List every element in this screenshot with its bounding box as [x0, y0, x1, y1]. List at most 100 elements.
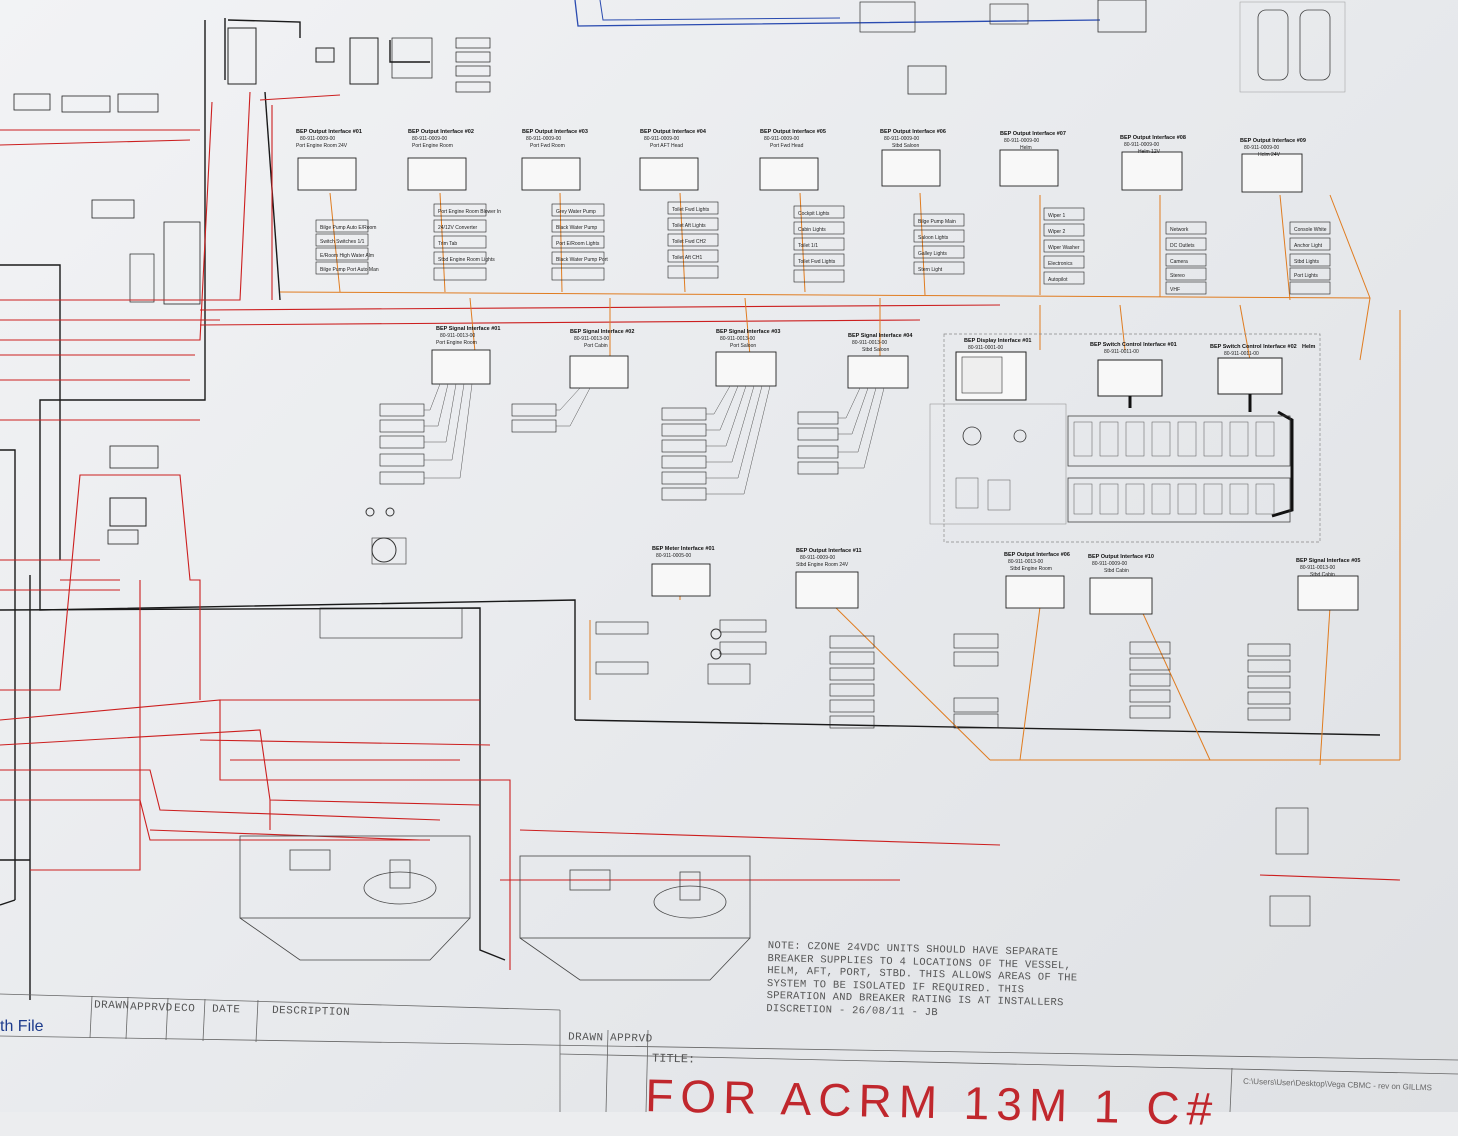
- display-interface-title: BEP Display Interface #01: [964, 338, 1031, 344]
- oi04-part: 80-911-0009-00: [644, 136, 679, 142]
- oi09-row-4: Port Lights: [1294, 273, 1318, 279]
- oi04-row-3: Toilet Fwd CH2: [672, 239, 706, 245]
- wiring-schematic: BEP Output Interface #01 80-911-0009-00 …: [0, 0, 1458, 1112]
- oi09-row-3: Stbd Lights: [1294, 259, 1320, 265]
- lower-header-drawn: DRAWN: [567, 1031, 604, 1045]
- oi06-location: Stbd Saloon: [892, 143, 919, 149]
- top-left-components: [13, 27, 491, 545]
- output-interface-03: [521, 157, 605, 281]
- oi02-part: 80-911-0009-00: [412, 136, 447, 142]
- display-interface-part: 80-911-0001-00: [968, 345, 1003, 351]
- output-interface-01: [297, 157, 369, 275]
- output-interface-09: [1241, 153, 1331, 295]
- oi01-location: Port Engine Room 24V: [296, 143, 348, 149]
- oi06b-part: 80-911-0013-00: [1008, 559, 1043, 565]
- header-drawn: DRAWN: [93, 999, 130, 1013]
- oi06-title: BEP Output Interface #06: [880, 129, 946, 135]
- oi07-row-5: Autopilot: [1048, 277, 1068, 283]
- si05-title: BEP Signal Interface #05: [1296, 558, 1360, 564]
- oi07-part: 80-911-0009-00: [1004, 138, 1039, 144]
- oi02-row-4: Stbd Engine Room Lights: [438, 257, 495, 263]
- output-interface-08: [1121, 151, 1207, 295]
- oi01-row-4: Bilge Pump Port Auto Man: [320, 267, 379, 273]
- helm-label: Helm: [1302, 344, 1316, 350]
- si02-location: Port Cabin: [584, 343, 608, 349]
- si03-title: BEP Signal Interface #03: [716, 329, 780, 335]
- oi06-row-4: Stern Light: [918, 267, 943, 273]
- oi05-row-2: Cabin Lights: [798, 227, 826, 233]
- header-date: DATE: [211, 1003, 241, 1017]
- oi03-row-4: Black Water Pump Port: [556, 257, 608, 263]
- si05-location: Stbd Cabin: [1310, 572, 1335, 578]
- oi10-part: 80-911-0009-00: [1092, 561, 1127, 567]
- oi08-row-5: VHF: [1170, 287, 1180, 293]
- top-network-bus: [574, 0, 1346, 95]
- header-apprvd: APPRVD: [129, 1001, 173, 1015]
- oi07-row-3: Wiper Washer: [1048, 245, 1080, 251]
- oi08-row-2: DC Outlets: [1170, 243, 1195, 249]
- si01-location: Port Engine Room: [436, 340, 477, 346]
- oi04-row-1: Toilet Fwd Lights: [672, 207, 710, 213]
- oi02-title: BEP Output Interface #02: [408, 129, 474, 135]
- output-interface-06: [881, 149, 965, 275]
- oi05-row-1: Cockpit Lights: [798, 211, 830, 217]
- si04-part: 80-911-0013-00: [852, 340, 887, 346]
- oi08-row-1: Network: [1170, 227, 1189, 233]
- header-description: DESCRIPTION: [271, 1004, 351, 1020]
- header-eco: ECO: [173, 1002, 196, 1016]
- oi08-title: BEP Output Interface #08: [1120, 135, 1186, 141]
- output-interface-02: [407, 157, 487, 281]
- network-backbone: [279, 192, 1401, 766]
- oi01-title: BEP Output Interface #01: [296, 129, 362, 135]
- oi04-location: Port AFT Head: [650, 143, 683, 149]
- si01-part: 80-911-0013-00: [440, 333, 475, 339]
- oi08-location: Helm 12V: [1138, 149, 1161, 155]
- oi01-row-2: Switch Switches 1/1: [320, 239, 365, 245]
- black-power-lines: [0, 18, 1381, 1000]
- oi07-location: Helm: [1020, 145, 1032, 151]
- oi01-part: 80-911-0009-00: [300, 136, 335, 142]
- oi02-row-3: Trim Tab: [438, 241, 457, 247]
- switch-control-02-part: 80-911-0011-00: [1224, 351, 1259, 357]
- engine-drawings: [239, 835, 751, 981]
- lower-header-apprvd: APPRVD: [609, 1032, 653, 1046]
- oi09-location: Helm 24V: [1258, 152, 1281, 158]
- oi05-row-4: Toilet Fwd Lights: [798, 259, 836, 265]
- output-interface-04: [639, 157, 719, 279]
- installer-note: NOTE: CZONE 24VDC UNITS SHOULD HAVE SEPA…: [766, 940, 1088, 1023]
- oi11-title: BEP Output Interface #11: [796, 548, 862, 554]
- oi04-row-2: Toilet Aft Lights: [672, 223, 706, 229]
- oi09-part: 80-911-0009-00: [1244, 145, 1279, 151]
- oi06-row-3: Galley Lights: [918, 251, 947, 257]
- oi07-row-1: Wiper 1: [1048, 213, 1065, 219]
- si03-location: Port Saloon: [730, 343, 756, 349]
- output-interface-row: [297, 149, 1331, 295]
- meter-interface-title: BEP Meter Interface #01: [652, 546, 715, 552]
- oi09-row-1: Console White: [1294, 227, 1327, 233]
- si05-part: 80-911-0013-00: [1300, 565, 1335, 571]
- oi08-part: 80-911-0009-00: [1124, 142, 1159, 148]
- title-label: TITLE:: [651, 1051, 696, 1067]
- oi06b-title: BEP Output Interface #06: [1004, 552, 1070, 558]
- oi02-row-2: 24/12V Converter: [438, 225, 478, 231]
- oi10-location: Stbd Cabin: [1104, 568, 1129, 574]
- oi11-part: 80-911-0009-00: [800, 555, 835, 561]
- si02-title: BEP Signal Interface #02: [570, 329, 634, 335]
- si01-title: BEP Signal Interface #01: [436, 326, 500, 332]
- oi07-row-4: Electronics: [1048, 261, 1073, 267]
- si03-part: 80-911-0013-00: [720, 336, 755, 342]
- lower-interfaces: BEP Meter Interface #01 80-911-0005-00 B…: [319, 507, 1360, 927]
- file-label: th File: [0, 1018, 44, 1035]
- title-block-grid: [0, 993, 1458, 1112]
- oi07-row-2: Wiper 2: [1048, 229, 1065, 235]
- oi11-location: Stbd Engine Room 24V: [796, 562, 849, 568]
- helm-panel: BEP Display Interface #01 80-911-0001-00…: [929, 333, 1321, 543]
- oi03-location: Port Fwd Room: [530, 143, 565, 149]
- oi05-location: Port Fwd Head: [770, 143, 804, 149]
- oi06-row-2: Saloon Lights: [918, 235, 949, 241]
- oi06-row-1: Bilge Pump Main: [918, 219, 956, 225]
- oi03-part: 80-911-0009-00: [526, 136, 561, 142]
- oi04-row-4: Toilet Aft CH1: [672, 255, 703, 261]
- oi06b-location: Stbd Engine Room: [1010, 566, 1052, 572]
